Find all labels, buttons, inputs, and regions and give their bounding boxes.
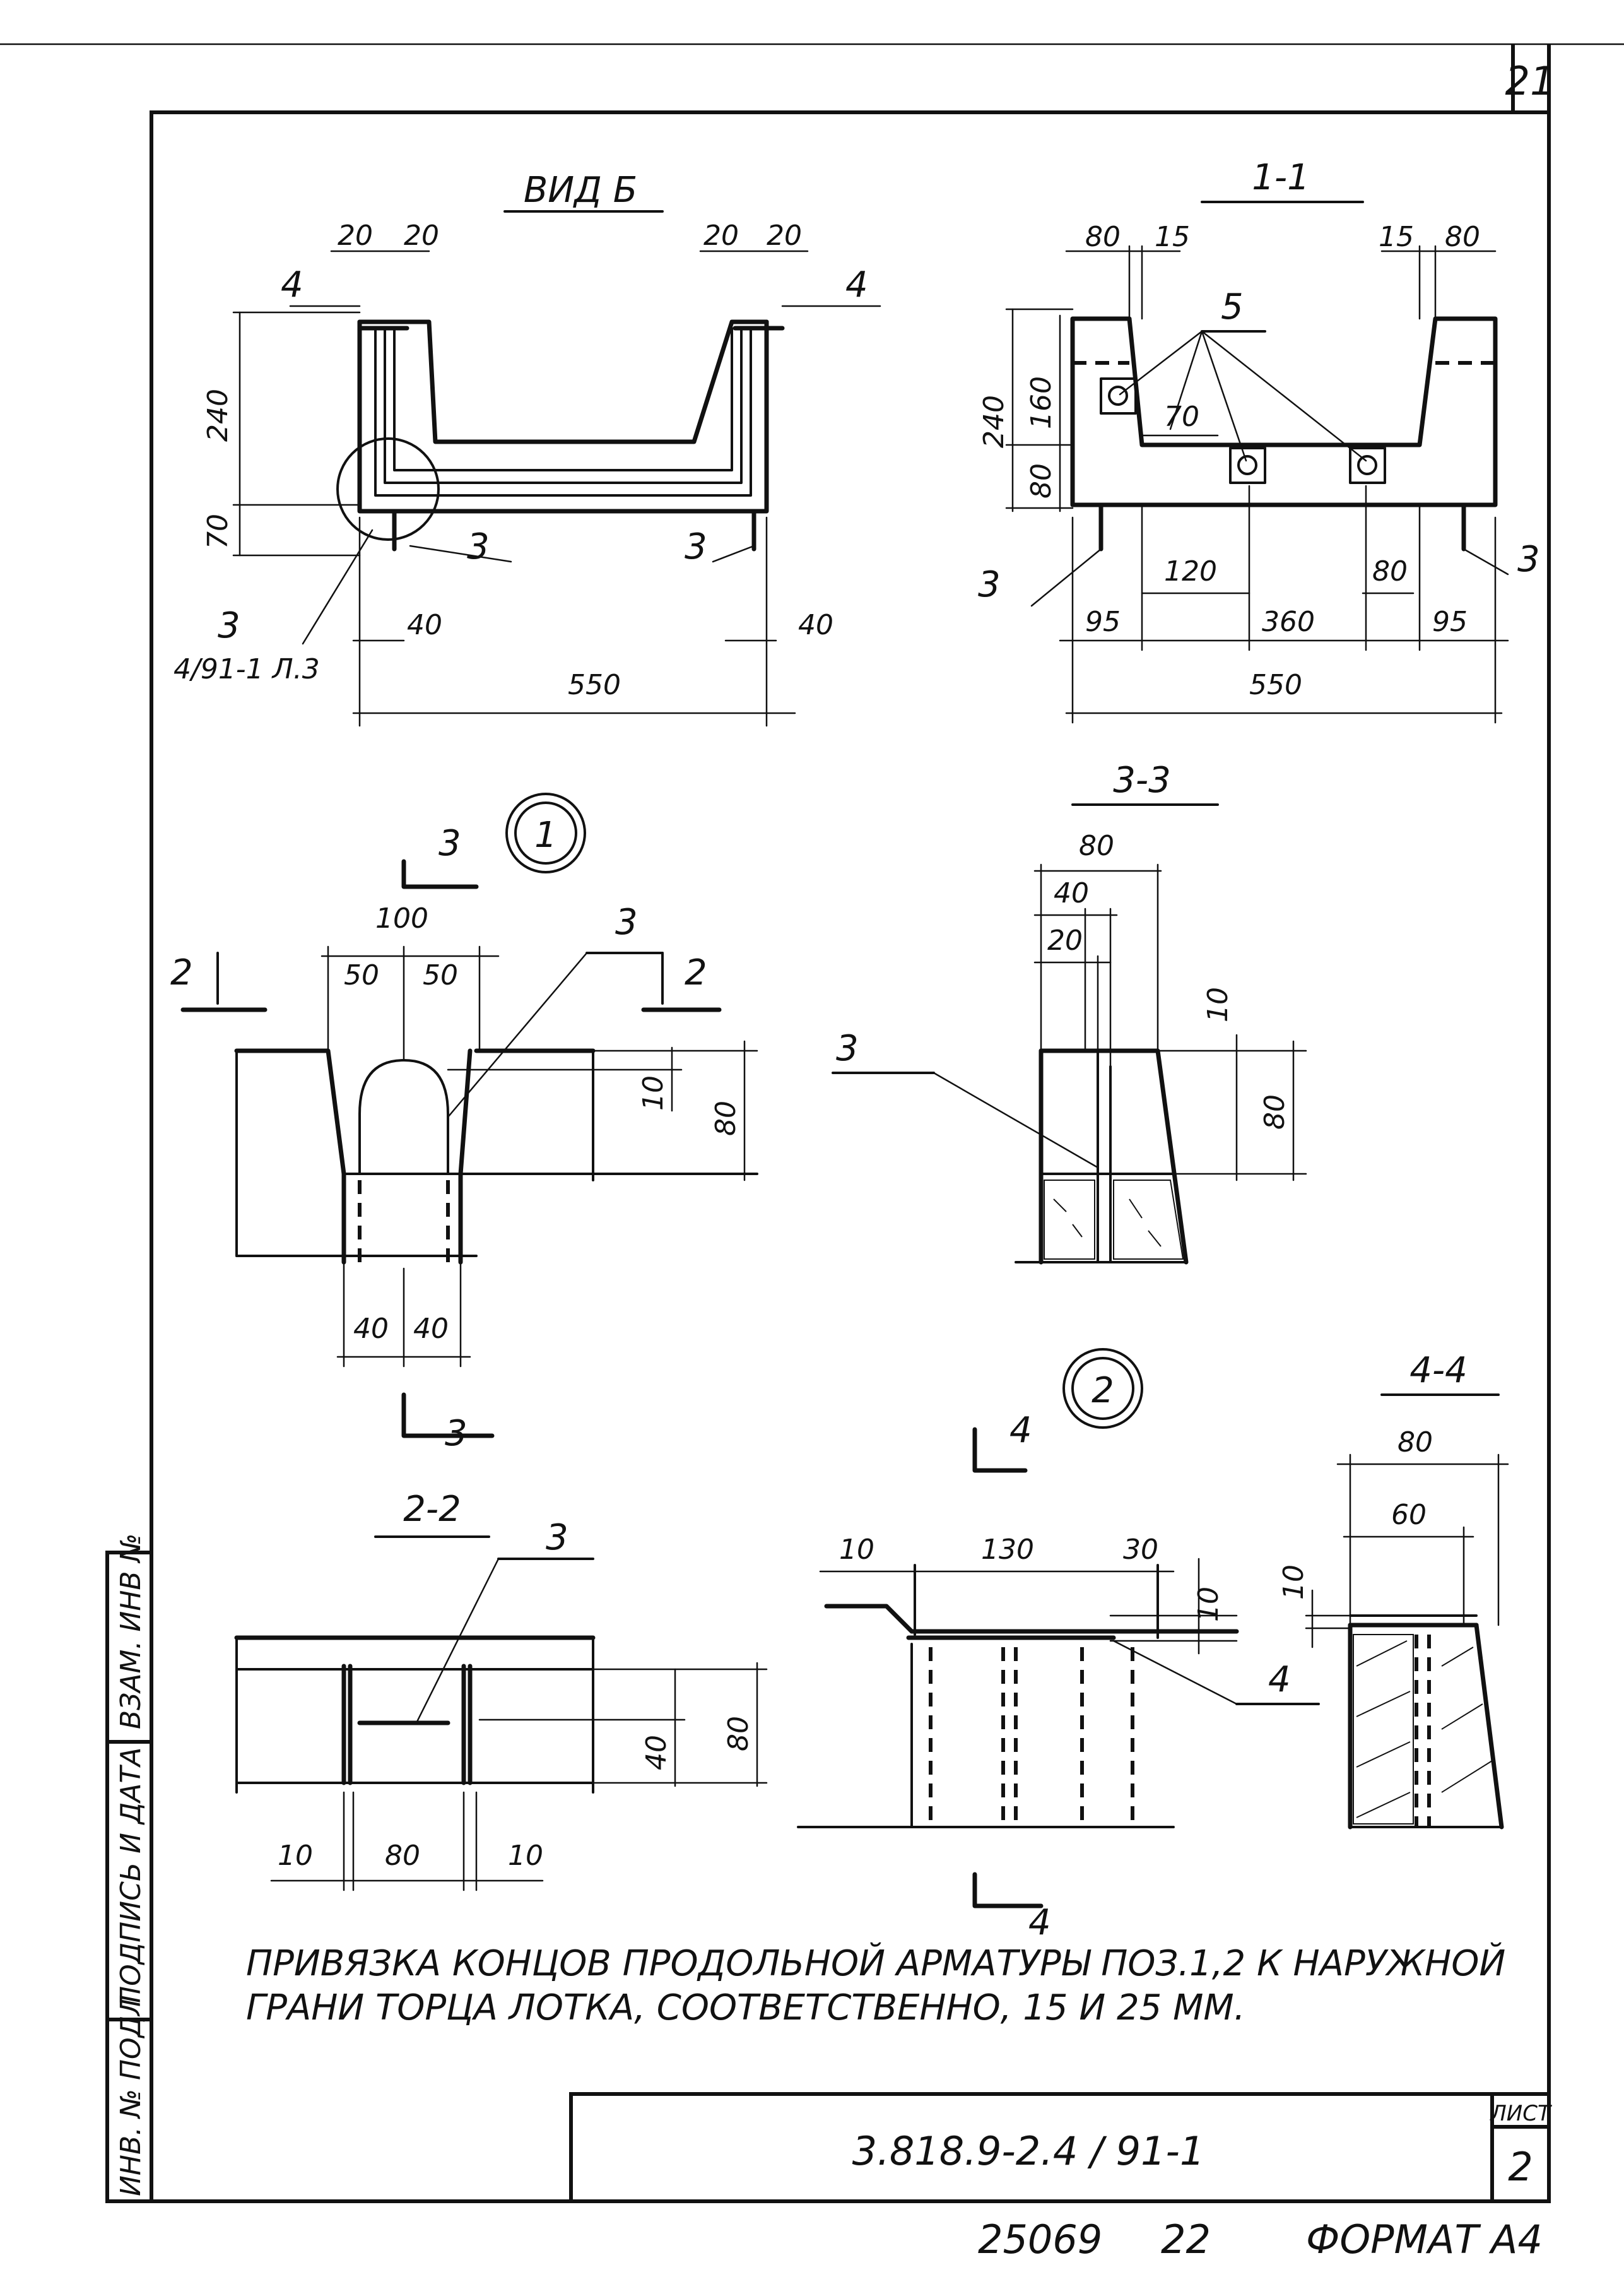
s11-dim-160: 160 <box>1025 376 1057 429</box>
view-b-callout-3-b: 3 <box>685 526 707 567</box>
view-b-callout-3-a: 3 <box>467 526 490 567</box>
s44-dim-80: 80 <box>1397 1426 1433 1458</box>
view-b-title: ВИД Б <box>524 170 637 211</box>
node-1-dim-40b: 40 <box>413 1313 449 1345</box>
s22-dim-10b: 10 <box>508 1840 543 1872</box>
section-3-3 <box>832 803 1307 1265</box>
view-b-dim-40b: 40 <box>798 609 833 641</box>
s11-callout-3-a: 3 <box>978 564 1001 605</box>
note-line-1: ПРИВЯЗКА КОНЦОВ ПРОДОЛЬНОЙ АРМАТУРЫ ПОЗ.… <box>246 1943 1505 1984</box>
s11-dim-80a: 80 <box>1085 221 1121 253</box>
node-2-dim-30: 30 <box>1123 1534 1158 1566</box>
view-b-dim-20d: 20 <box>767 220 802 252</box>
s33-dim-40: 40 <box>1054 877 1089 909</box>
title-block <box>569 2092 1551 2203</box>
section-3-3-title: 3-3 <box>1113 760 1170 801</box>
section-4-4 <box>1305 1393 1509 1830</box>
view-b-callout-3-c: 3 <box>218 605 240 646</box>
view-b-dim-40a: 40 <box>407 609 442 641</box>
node-1-dim-40a: 40 <box>353 1313 389 1345</box>
view-b-dim-20b: 20 <box>404 220 439 252</box>
node-1 <box>180 793 758 1438</box>
s33-dim-80b: 80 <box>1259 1094 1291 1130</box>
s33-callout-3: 3 <box>836 1028 859 1069</box>
s33-dim-10: 10 <box>1202 987 1234 1022</box>
s33-dim-80a: 80 <box>1079 830 1114 862</box>
s11-dim-550: 550 <box>1249 669 1302 701</box>
section-2-2-title: 2-2 <box>403 1489 461 1530</box>
node-1-mark-2-right: 2 <box>685 952 707 993</box>
view-b-callout-4-right: 4 <box>845 264 868 305</box>
view-b-dim-240: 240 <box>202 389 234 442</box>
node-2-dim-10b: 10 <box>1192 1587 1225 1622</box>
s44-dim-60: 60 <box>1391 1499 1427 1531</box>
node-2 <box>797 1348 1320 1908</box>
stamp-vzam-inv: ВЗАМ. ИНВ № <box>115 1534 147 1729</box>
sheet-frame <box>0 43 1624 2203</box>
stamp-inv-podl: ИНВ. № ПОДЛ <box>115 1995 147 2196</box>
node-2-dim-130: 130 <box>981 1534 1034 1566</box>
node-1-dim-10: 10 <box>637 1075 669 1111</box>
node-2-mark-4-bottom: 4 <box>1028 1902 1051 1943</box>
s33-dim-20: 20 <box>1047 925 1083 957</box>
s11-dim-70: 70 <box>1164 401 1199 433</box>
s11-dim-15b: 15 <box>1379 221 1414 253</box>
s11-dim-240: 240 <box>978 395 1010 448</box>
node-2-callout-4: 4 <box>1268 1659 1291 1700</box>
node-1-callout-3: 3 <box>615 902 638 943</box>
node-2-mark-4-top: 4 <box>1009 1410 1032 1451</box>
node-1-mark-3-top: 3 <box>438 823 461 864</box>
view-b-dim-70: 70 <box>202 514 234 549</box>
s22-dim-80a: 80 <box>385 1840 420 1872</box>
view-b-dim-550: 550 <box>568 669 621 701</box>
node-2-title: 2 <box>1091 1370 1114 1411</box>
note-line-2: ГРАНИ ТОРЦА ЛОТКА, СООТВЕТСТВЕННО, 15 И … <box>246 1987 1245 2028</box>
sheet-label: ЛИСТ <box>1489 2101 1552 2126</box>
s11-dim-80b: 80 <box>1445 221 1480 253</box>
node-1-title: 1 <box>534 815 557 856</box>
footer-copy: 22 <box>1161 2216 1211 2262</box>
node-1-dim-100: 100 <box>375 902 428 935</box>
s11-callout-3-b: 3 <box>1517 539 1540 580</box>
s11-dim-360: 360 <box>1262 606 1315 638</box>
node-1-dim-50a: 50 <box>344 959 379 991</box>
node-1-dim-80: 80 <box>710 1101 742 1136</box>
node-1-dim-50b: 50 <box>423 959 458 991</box>
section-1-1-title: 1-1 <box>1252 157 1309 198</box>
s11-dim-80d: 80 <box>1372 555 1408 588</box>
section-4-4-title: 4-4 <box>1409 1350 1467 1391</box>
view-b <box>232 210 881 727</box>
s11-dim-120: 120 <box>1164 555 1217 588</box>
node-1-mark-3-bottom: 3 <box>445 1413 468 1454</box>
s44-dim-10: 10 <box>1278 1564 1310 1600</box>
sheet-number: 2 <box>1508 2144 1533 2190</box>
section-2-2 <box>234 1535 768 1891</box>
document-code: 3.818.9-2.4 / 91-1 <box>852 2128 1205 2174</box>
s22-dim-40: 40 <box>640 1735 673 1770</box>
view-b-reference: 4/91-1 Л.3 <box>174 653 320 685</box>
s11-dim-80c: 80 <box>1025 463 1057 499</box>
stamp-podpis-data: ПОДПИСЬ И ДАТА <box>115 1748 147 2007</box>
side-stamp <box>105 1551 153 2203</box>
s11-dim-95b: 95 <box>1432 606 1468 638</box>
s22-callout-3: 3 <box>546 1517 568 1558</box>
view-b-dim-20a: 20 <box>338 220 373 252</box>
view-b-dim-20c: 20 <box>703 220 739 252</box>
footer-number: 25069 <box>978 2216 1102 2262</box>
s11-dim-15a: 15 <box>1155 221 1190 253</box>
node-2-dim-10a: 10 <box>839 1534 874 1566</box>
s22-dim-10a: 10 <box>278 1840 313 1872</box>
page-number: 21 <box>1505 58 1555 104</box>
node-1-mark-2-left: 2 <box>170 952 193 993</box>
footer-format: ФОРМАТ А4 <box>1306 2216 1543 2262</box>
view-b-callout-4-left: 4 <box>281 264 303 305</box>
s11-callout-5: 5 <box>1221 287 1244 328</box>
s22-dim-80b: 80 <box>722 1716 755 1751</box>
s11-dim-95a: 95 <box>1085 606 1121 638</box>
section-1-1 <box>1005 201 1509 724</box>
